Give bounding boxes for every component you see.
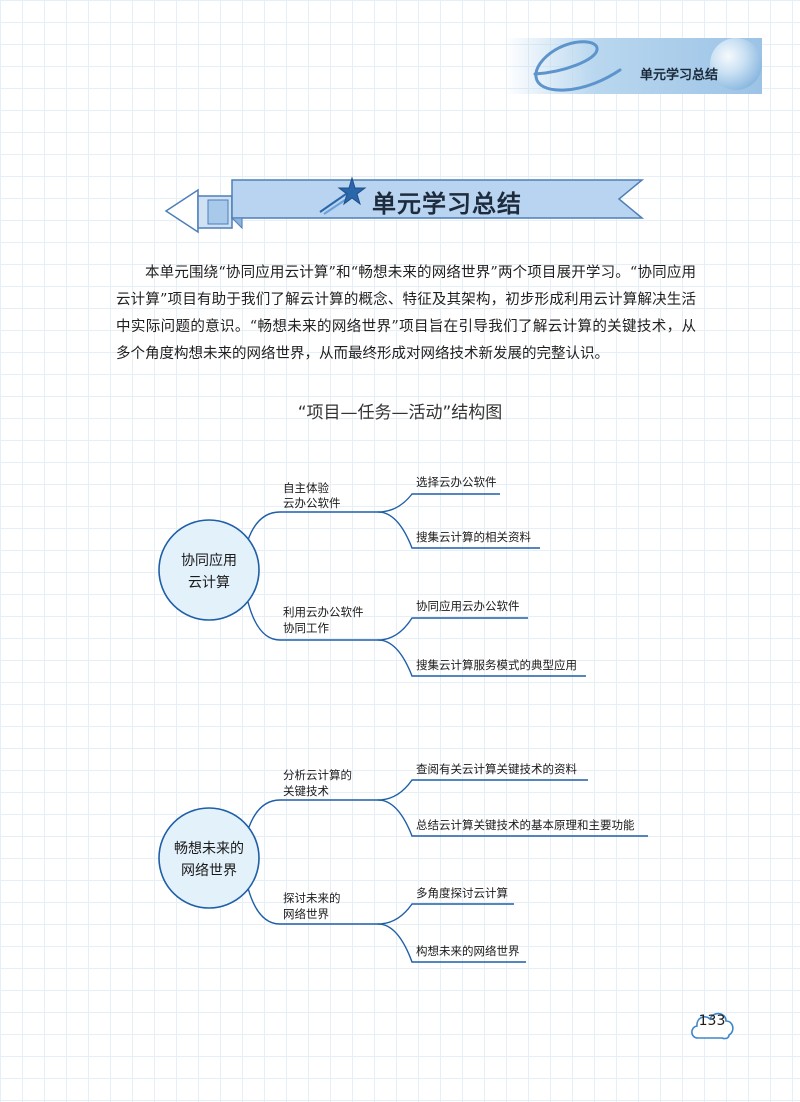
task-1-2-line-2: 协同工作 — [283, 621, 329, 635]
project-node-1 — [158, 519, 260, 621]
activity-1-1-1: 选择云办公软件 — [416, 475, 497, 489]
section-banner — [164, 179, 644, 234]
activity-1-2-1: 协同应用云办公软件 — [416, 599, 520, 613]
project-2-line-1: 畅想未来的 — [174, 841, 244, 857]
activity-2-1-1: 查阅有关云计算关键技术的资料 — [416, 762, 577, 776]
activity-2-2-2: 构想未来的网络世界 — [416, 944, 520, 958]
banner-title: 单元学习总结 — [372, 189, 522, 218]
page-number: 133 — [698, 1013, 726, 1029]
task-2-2-line-1: 探讨未来的 — [283, 891, 341, 905]
task-1-2-line-1: 利用云办公软件 — [283, 605, 364, 619]
task-2-2-line-2: 网络世界 — [283, 907, 329, 921]
task-1-1-line-2: 云办公软件 — [283, 496, 341, 510]
project-node-2 — [158, 807, 260, 909]
task-2-1-line-2: 关键技术 — [283, 784, 329, 798]
activity-1-2-2: 搜集云计算服务模式的典型应用 — [416, 658, 577, 672]
star-icon — [319, 176, 367, 215]
task-1-1-line-1: 自主体验 — [283, 481, 329, 495]
project-2-line-2: 网络世界 — [181, 863, 237, 879]
intro-paragraph: 本单元围绕“协同应用云计算”和“畅想未来的网络世界”两个项目展开学习。“协同应用… — [116, 265, 696, 362]
activity-1-1-2: 搜集云计算的相关资料 — [416, 530, 531, 544]
activity-2-2-1: 多角度探讨云计算 — [416, 886, 508, 900]
task-2-1-line-1: 分析云计算的 — [283, 768, 352, 782]
project-1-line-2: 云计算 — [188, 575, 230, 591]
cloud-icon — [691, 1012, 734, 1040]
e-logo-icon — [533, 40, 622, 92]
project-1-line-1: 协同应用 — [181, 552, 237, 569]
header-title: 单元学习总结 — [640, 68, 719, 83]
diagram-title: “项目—任务—活动”结构图 — [297, 403, 503, 423]
activity-2-1-2: 总结云计算关键技术的基本原理和主要功能 — [416, 818, 635, 832]
globe-icon — [710, 38, 762, 90]
